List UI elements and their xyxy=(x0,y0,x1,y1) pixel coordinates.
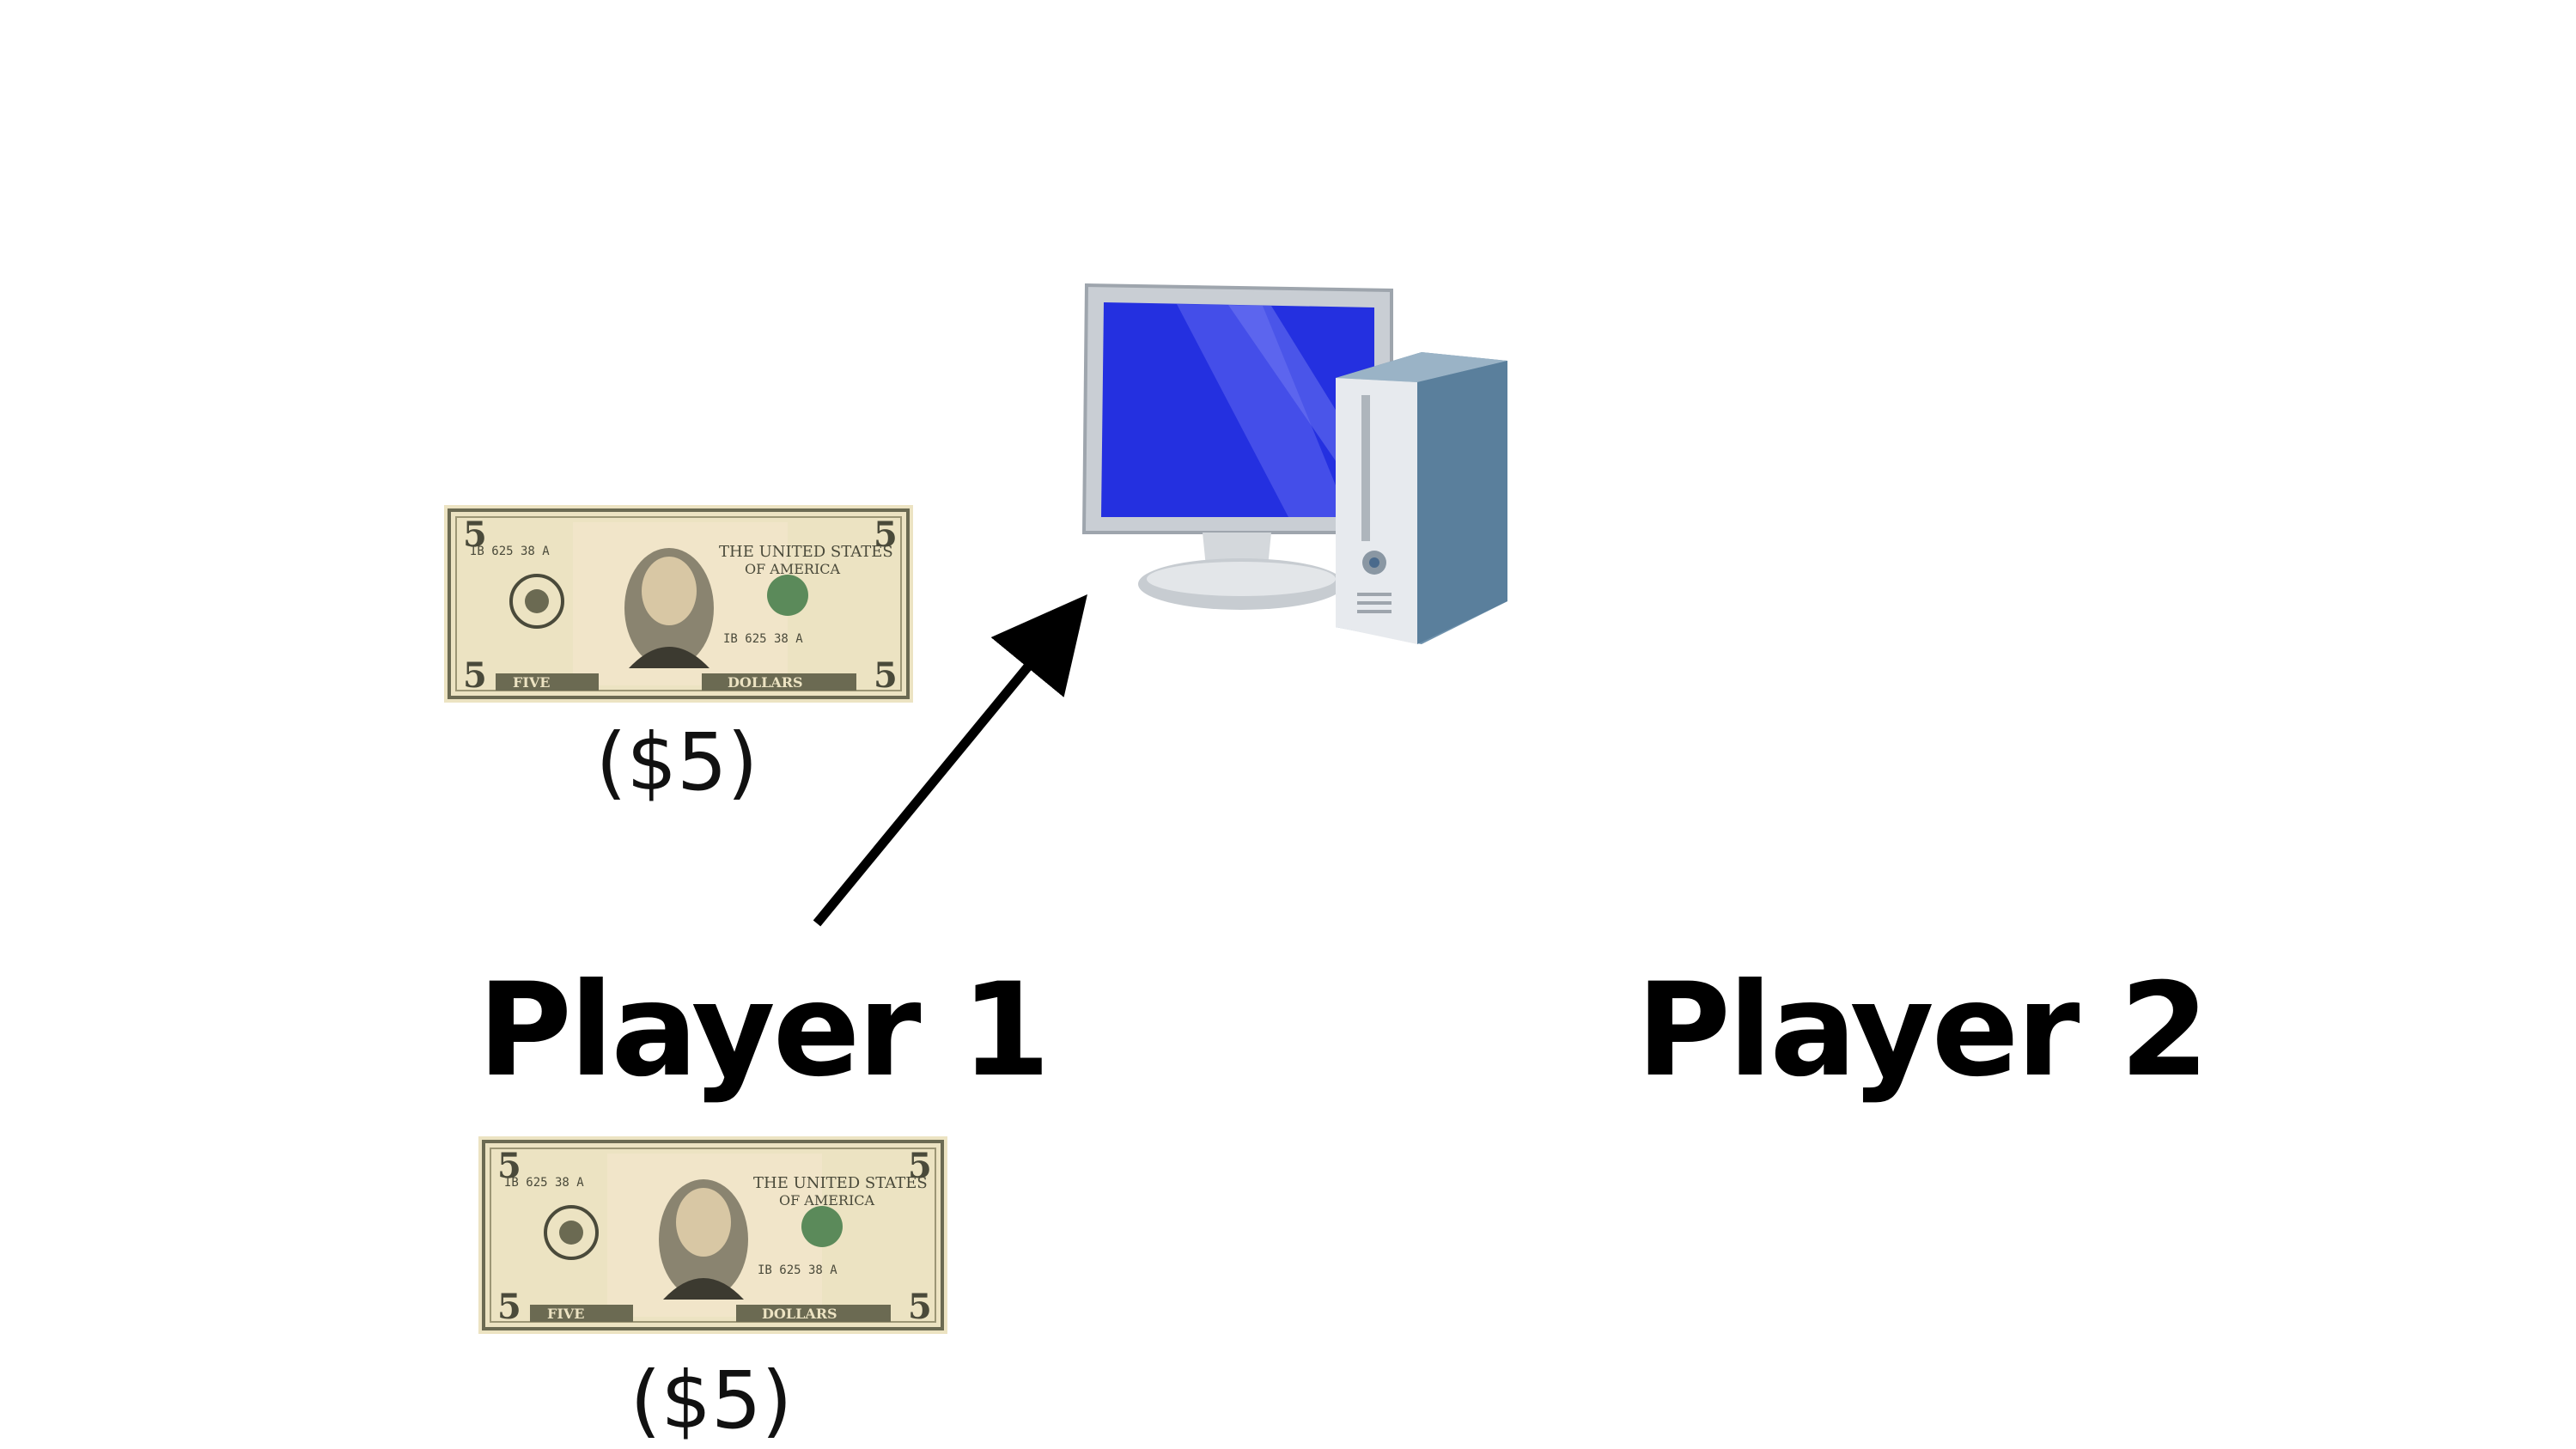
svg-text:IB 625 38 A: IB 625 38 A xyxy=(504,1176,584,1190)
five-dollar-bill-bottom: 5 5 5 5 THE UNITED STATES OF AMERICA IB … xyxy=(478,1136,947,1334)
svg-text:FIVE: FIVE xyxy=(513,674,550,691)
svg-text:5: 5 xyxy=(874,655,898,696)
svg-text:THE UNITED STATES: THE UNITED STATES xyxy=(719,543,893,561)
svg-text:5: 5 xyxy=(497,1146,521,1186)
svg-text:OF AMERICA: OF AMERICA xyxy=(745,561,841,577)
svg-text:5: 5 xyxy=(908,1146,932,1186)
svg-text:DOLLARS: DOLLARS xyxy=(762,1306,837,1322)
player-2-label: Player 2 xyxy=(1636,956,2209,1105)
bill-amount-bottom: ($5) xyxy=(630,1355,793,1446)
five-dollar-bill-icon: 5 5 5 5 THE UNITED STATES OF AMERICA IB … xyxy=(478,1136,947,1334)
svg-text:IB 625 38 A: IB 625 38 A xyxy=(470,545,550,558)
svg-text:5: 5 xyxy=(463,655,487,696)
svg-text:5: 5 xyxy=(497,1287,521,1327)
desktop-computer-icon xyxy=(1074,275,1538,679)
player-1-label: Player 1 xyxy=(478,956,1050,1105)
bill-amount-top: ($5) xyxy=(595,716,758,808)
svg-text:IB 625 38 A: IB 625 38 A xyxy=(723,632,803,646)
svg-text:IB 625 38 A: IB 625 38 A xyxy=(758,1263,837,1277)
five-dollar-bill-icon: 5 5 5 5 THE UNITED STATES OF AMERICA IB … xyxy=(444,505,913,703)
svg-text:5: 5 xyxy=(463,514,487,555)
svg-text:DOLLARS: DOLLARS xyxy=(728,674,803,691)
five-dollar-bill-top: 5 5 5 5 THE UNITED STATES OF AMERICA IB … xyxy=(444,505,913,703)
svg-text:5: 5 xyxy=(908,1287,932,1327)
svg-text:5: 5 xyxy=(874,514,898,555)
svg-text:THE UNITED STATES: THE UNITED STATES xyxy=(753,1174,928,1192)
svg-text:OF AMERICA: OF AMERICA xyxy=(779,1192,875,1209)
svg-text:FIVE: FIVE xyxy=(547,1306,584,1322)
